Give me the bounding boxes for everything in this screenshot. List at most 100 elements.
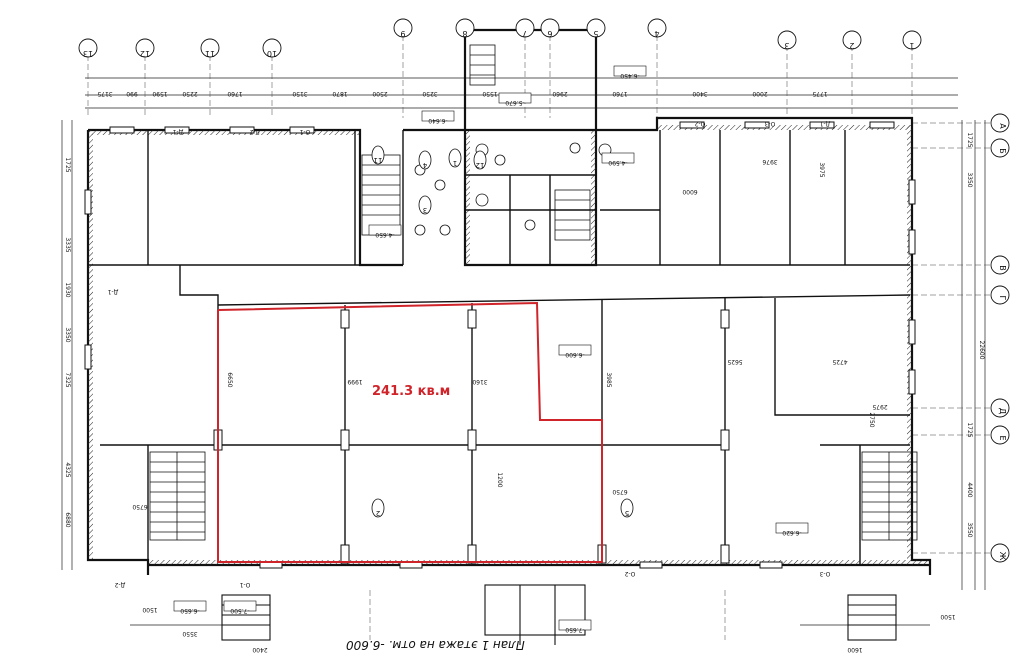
opening-mark: О-1 — [299, 128, 310, 135]
room-dimension: 6750 — [612, 488, 627, 495]
axis-label: 6 — [547, 29, 552, 38]
level-marks: -6.600-5.670-6.640-4.650-7.650-7.500-6.6… — [173, 65, 809, 633]
dimension-label: 1500 — [940, 613, 955, 620]
level-mark: -5.670 — [505, 99, 525, 106]
dimension-label: 3175 — [97, 90, 112, 97]
room-number-circle — [418, 150, 432, 170]
highlighted-area-outline[interactable] — [217, 301, 603, 563]
dimension-lines — [61, 77, 986, 626]
dimension-label: 1930 — [64, 282, 71, 297]
room-number: 4 — [422, 161, 427, 169]
room-number: 3 — [423, 206, 427, 214]
axis-label: 1 — [909, 41, 914, 50]
dimension-label: 2250 — [182, 90, 197, 97]
room-number-circle — [620, 498, 634, 518]
room-dimension: 3985 — [605, 372, 612, 387]
highlighted-area-label: 241.3 кв.м — [372, 384, 451, 399]
dimension-label: 3250 — [422, 90, 437, 97]
opening-mark: О-3 — [764, 120, 775, 127]
room-dimension: 6750 — [132, 503, 147, 510]
room-number-circle — [371, 145, 385, 165]
room-number: 12 — [476, 161, 485, 169]
interior-walls — [88, 130, 911, 565]
axis-markers-side — [990, 113, 1010, 563]
level-mark-box — [558, 344, 592, 356]
dimension-label: 1760 — [612, 90, 627, 97]
opening-mark: Д-1 — [819, 120, 830, 127]
dimension-label: 2000 — [752, 90, 767, 97]
dimension-label: 1760 — [227, 90, 242, 97]
axis-label: 8 — [462, 29, 467, 38]
room-dimension: 3975 — [818, 162, 825, 177]
axis-label: 3 — [784, 41, 789, 50]
dimension-label: 1725 — [64, 157, 71, 172]
room-dimension: 2975 — [872, 403, 887, 410]
dimension-label: 4400 — [966, 482, 973, 497]
dimension-label: 1870 — [332, 90, 347, 97]
dimension-label: 2500 — [372, 90, 387, 97]
level-mark-box — [421, 110, 455, 122]
axis-label: 9 — [400, 29, 405, 38]
axis-label: Е — [998, 435, 1007, 440]
dimension-label: 2400 — [252, 646, 267, 653]
level-mark-box — [498, 92, 532, 104]
dimension-label: 22600 — [978, 340, 985, 359]
dimension-label: 1600 — [847, 646, 862, 653]
dimension-label: 1500 — [142, 606, 157, 613]
windows — [84, 121, 916, 569]
room-dimension: 2750 — [868, 412, 875, 427]
dimension-labels-right: 1725 3350 1725 22600 4400 3550 — [966, 132, 985, 537]
level-mark-box — [775, 522, 809, 534]
room-number: 1 — [453, 159, 457, 167]
sanitary-fixtures — [414, 142, 612, 236]
room-number: 2 — [376, 509, 380, 517]
wall-hatches — [88, 125, 930, 565]
entrance-porches — [221, 584, 897, 645]
room-dimension: 3160 — [472, 378, 487, 385]
room-number-circle — [371, 498, 385, 518]
level-mark: -6.640 — [428, 117, 448, 124]
level-mark-box — [558, 619, 592, 631]
dimension-labels-bottom: 3550 2400 1500 1500 1600 — [142, 606, 955, 653]
level-mark: -6.650 — [180, 607, 200, 614]
room-dimension: 1200 — [496, 472, 503, 487]
dimension-label: 3350 — [966, 172, 973, 187]
level-mark-box — [173, 600, 207, 612]
plan-title: План 1 этажа на отм. -6.600 — [346, 638, 525, 652]
dimension-label: 1725 — [966, 132, 973, 147]
opening-mark: Д-1 — [172, 128, 183, 135]
room-dimension: 1999 — [347, 378, 362, 385]
dimension-label: 3550 — [182, 630, 197, 637]
dimension-label: 1550 — [482, 90, 497, 97]
level-mark: -6.450 — [620, 72, 640, 79]
axis-label: 10 — [267, 49, 277, 58]
room-number-circle — [418, 195, 432, 215]
dimension-label: 1725 — [966, 422, 973, 437]
axis-label: Г — [998, 296, 1007, 301]
dimension-label: 990 — [126, 90, 138, 97]
axis-label: 4 — [654, 29, 659, 38]
level-mark-box — [601, 152, 635, 164]
dimension-label: 3150 — [292, 90, 307, 97]
axis-label: 13 — [83, 49, 93, 58]
dimension-label: 1775 — [812, 90, 827, 97]
axis-label: Б — [998, 148, 1007, 154]
axis-label: 11 — [205, 49, 215, 58]
dimension-label: 3400 — [692, 90, 707, 97]
dimension-label: 4325 — [64, 462, 71, 477]
level-mark: -6.600 — [565, 351, 585, 358]
dimension-labels-top: 3175 990 1590 2250 1760 3150 1870 2500 3250 1550 2… — [97, 90, 827, 97]
room-dimension: 6650 — [226, 372, 233, 387]
axis-label: 7 — [522, 29, 527, 38]
opening-mark: Д-2 — [249, 128, 260, 135]
dimension-label: 3550 — [966, 522, 973, 537]
room-number: 11 — [374, 156, 383, 164]
axis-label: 2 — [849, 41, 854, 50]
dimension-label: 1590 — [152, 90, 167, 97]
stairs — [149, 44, 918, 541]
axis-label: Ж — [998, 552, 1007, 561]
